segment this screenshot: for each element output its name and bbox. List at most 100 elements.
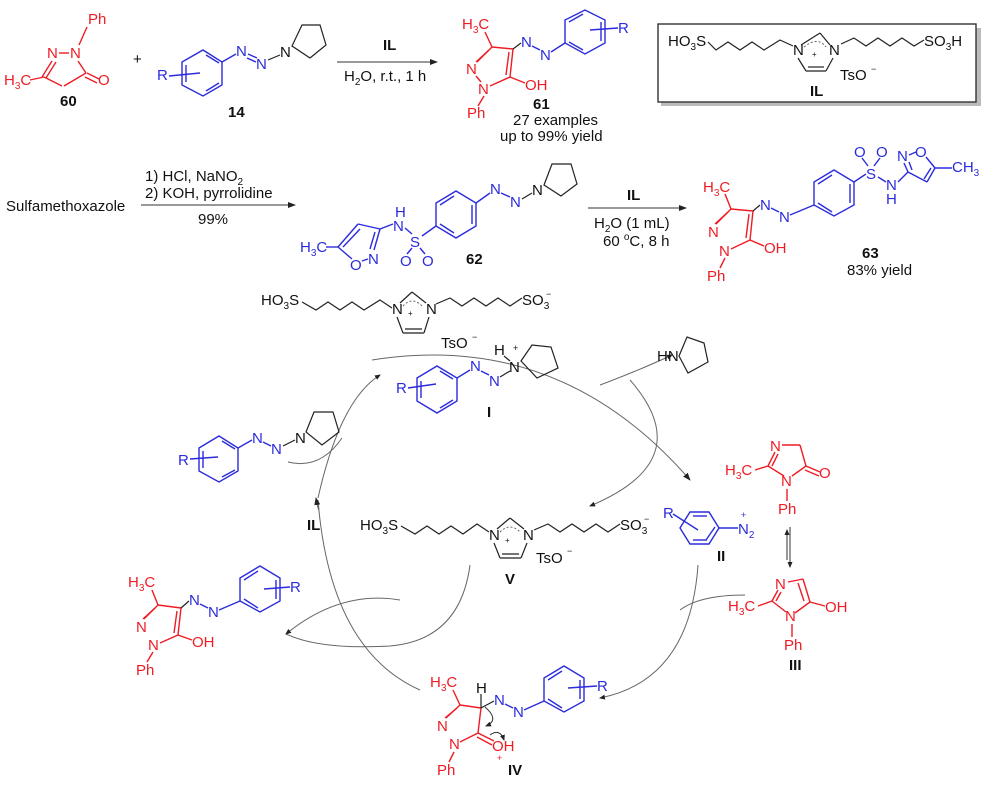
atom-n: N	[478, 81, 489, 98]
atom-n: N	[532, 182, 543, 199]
arrow-reagent: IL	[627, 187, 640, 204]
charge-plus: +	[408, 309, 413, 318]
intermediate-label: V	[505, 571, 515, 588]
atom-n: N	[426, 301, 437, 318]
atom-h: H	[494, 342, 505, 359]
atom-n: N	[523, 527, 534, 544]
atom-o: O	[854, 144, 866, 161]
atom-n: N	[513, 704, 524, 721]
atom-n: N	[708, 224, 719, 241]
atom-n: N	[236, 43, 247, 60]
starting-material: Sulfamethoxazole	[6, 198, 125, 215]
intermediate-ii: R + N2 II	[663, 505, 755, 565]
atom-h: H	[886, 191, 897, 208]
atom-n: N	[785, 608, 796, 625]
atom-ph: Ph	[707, 268, 725, 285]
atom-n: N	[449, 736, 460, 753]
atom-n: N	[489, 373, 500, 390]
counter-ion: TsO	[536, 550, 563, 567]
atom-h3c: H3C	[703, 179, 730, 199]
atom-n: N	[189, 592, 200, 609]
yield-note: 83% yield	[847, 262, 912, 279]
atom-n: N	[208, 604, 219, 621]
atom-o: O	[350, 257, 362, 274]
atom-r: R	[618, 20, 629, 37]
atom-ho3s: HO3S	[261, 292, 299, 312]
charge-plus: +	[812, 50, 817, 59]
counter-ion: TsO	[840, 67, 867, 84]
intermediate-label: III	[789, 657, 802, 674]
plus-sign: +	[133, 51, 142, 68]
atom-n: N	[70, 45, 81, 62]
atom-n: N	[280, 44, 291, 61]
compound-14: R N N N 14	[157, 24, 327, 121]
atom-o: O	[876, 144, 888, 161]
charge-minus: −	[472, 332, 477, 342]
atom-n: N	[252, 430, 263, 447]
compound-label: 61	[533, 96, 550, 113]
charge-plus: +	[741, 510, 746, 520]
compound-61: H3C N N OH Ph N N R 61 27 examples up to…	[462, 9, 629, 145]
counter-ion: TsO	[441, 335, 468, 352]
compound-label: 60	[60, 93, 77, 110]
atom-n: N	[781, 473, 792, 490]
atom-n: N	[770, 438, 781, 455]
intermediate-i: R N N H + N I	[396, 342, 559, 421]
atom-o: O	[422, 253, 434, 270]
compound-62: H3C O N H N S O O N N N 62	[300, 163, 578, 274]
atom-n: N	[886, 177, 897, 194]
atom-o: O	[915, 144, 927, 161]
atom-r: R	[396, 380, 407, 397]
step-1: 1) HCl, NaNO2	[145, 168, 244, 188]
intermediate-label: IV	[508, 762, 522, 779]
atom-s: S	[866, 166, 876, 183]
arrow-conditions: H2O (1 mL)	[594, 215, 670, 235]
equilibrium-arrows	[784, 527, 793, 568]
atom-ho3s: HO3S	[668, 33, 706, 53]
atom-s: S	[410, 234, 420, 251]
cycle-product: H3C N N OH Ph N N R	[128, 565, 301, 679]
arrow-reagent: IL	[383, 37, 396, 54]
charge-minus: −	[567, 546, 572, 556]
atom-h3c: H3C	[430, 674, 457, 694]
atom-n: N	[256, 56, 267, 73]
examples-note: 27 examples	[513, 112, 598, 129]
charge-plus: +	[497, 753, 502, 763]
atom-n: N	[489, 527, 500, 544]
atom-ph: Ph	[437, 762, 455, 779]
triazene-substrate: R N N N	[178, 411, 340, 483]
atom-h3c: H3C	[462, 16, 489, 36]
atom-n: N	[494, 692, 505, 709]
cycle-arrows	[285, 354, 746, 700]
intermediate-label: II	[717, 548, 725, 565]
atom-n: N	[136, 619, 147, 636]
atom-r: R	[597, 678, 608, 695]
arrow-conditions: H2O, r.t., 1 h	[344, 68, 426, 88]
atom-o: O	[98, 72, 110, 89]
atom-r: R	[663, 505, 674, 522]
atom-n: N	[540, 47, 551, 64]
atom-n: N	[829, 42, 840, 59]
atom-h: H	[476, 680, 487, 697]
atom-n: N	[466, 61, 477, 78]
atom-ho3s: HO3S	[360, 517, 398, 537]
compound-label: 63	[862, 245, 879, 262]
charge-minus: −	[546, 289, 551, 299]
pyrrolidine: HN	[657, 336, 709, 374]
atom-o: O	[400, 253, 412, 270]
atom-n2: N2	[738, 521, 755, 541]
reaction-arrow: IL H2O (1 mL) 60 oC, 8 h	[588, 187, 687, 250]
atom-r: R	[290, 579, 301, 596]
atom-n: N	[470, 358, 481, 375]
atom-n: N	[775, 576, 786, 593]
atom-so3: SO3	[620, 517, 648, 537]
atom-oh: OH	[764, 240, 787, 257]
atom-ph: Ph	[136, 662, 154, 679]
atom-n: N	[392, 301, 403, 318]
atom-h3c: H3C	[725, 462, 752, 482]
atom-r: R	[157, 67, 168, 84]
atom-n: N	[271, 441, 282, 458]
atom-oh: OH	[192, 634, 215, 651]
atom-ph: Ph	[784, 637, 802, 654]
